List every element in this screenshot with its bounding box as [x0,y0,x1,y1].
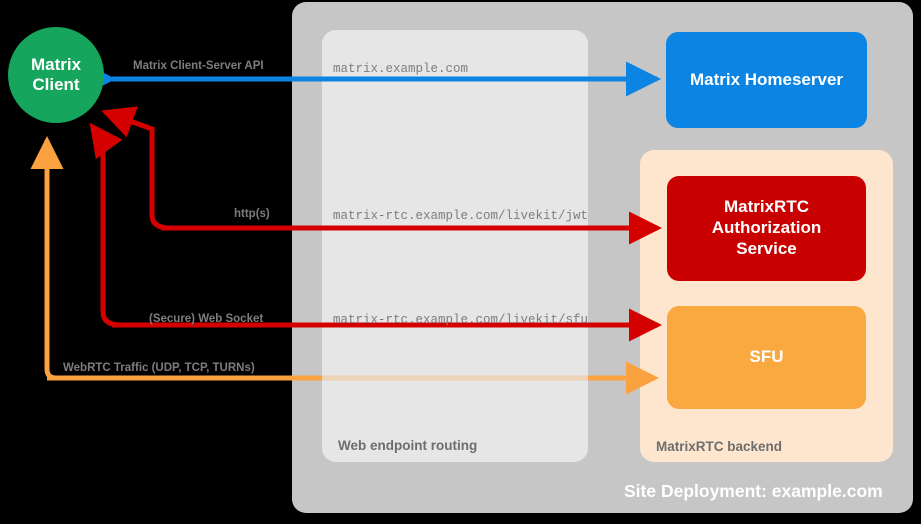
routing-panel-overlay [322,30,588,462]
endpoint-label-matrix: matrix.example.com [333,62,469,76]
flow-label-cs-api: Matrix Client-Server API [133,60,264,72]
node-matrix-client[interactable]: Matrix Client [8,27,104,123]
node-label: SFU [749,347,784,367]
node-label-line1: Matrix [30,54,82,74]
backend-panel-caption: MatrixRTC backend [656,439,783,454]
node-label-line2: Client [32,75,80,94]
endpoint-label-sfu: matrix-rtc.example.com/livekit/sfu [333,313,589,327]
node-label-line3: Service [736,238,797,258]
node-label-line2: Authorization [711,218,822,238]
flow-label-webrtc: WebRTC Traffic (UDP, TCP, TURNs) [63,362,255,374]
routing-panel-caption: Web endpoint routing [338,438,478,453]
node-label: MatrixRTC Authorization Service [712,197,822,259]
flow-label-https: http(s) [234,208,270,220]
node-label-line1: MatrixRTC [723,197,809,217]
flow-websocket [89,122,662,342]
node-label: Matrix Client [31,55,81,96]
endpoint-label-jwt: matrix-rtc.example.com/livekit/jwt [333,209,589,223]
node-matrix-homeserver[interactable]: Matrix Homeserver [666,32,867,128]
flow-https [101,106,662,245]
flow-label-websocket: (Secure) Web Socket [149,313,264,325]
node-sfu[interactable]: SFU [667,306,866,409]
node-label: Matrix Homeserver [689,69,844,89]
site-deployment-caption: Site Deployment: example.com [624,481,883,501]
node-matrixrtc-authorization-service[interactable]: MatrixRTC Authorization Service [667,176,866,281]
